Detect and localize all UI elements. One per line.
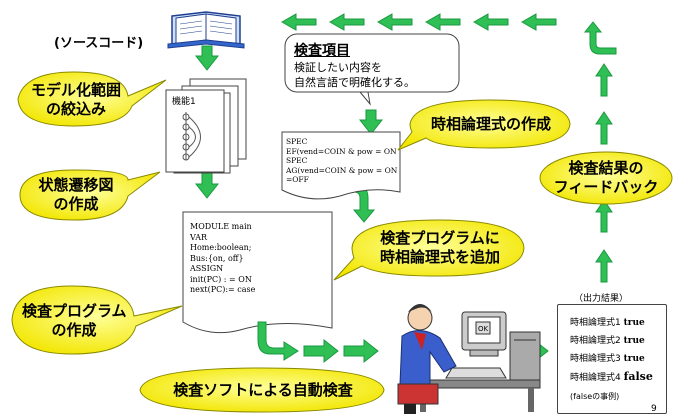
feedback-line-2: フィードバック (553, 178, 659, 196)
inspect-program-line-1: 検査プログラム (22, 302, 127, 320)
module-line-3: Home:boolean; (190, 243, 252, 252)
callouts (11, 71, 673, 413)
results-box: 時相論理式1 true 時相論理式2 true 時相論理式3 true 時相論理… (557, 304, 667, 414)
counterexample-label: (falseの事例) (570, 392, 620, 401)
state-diagram-line-1: 状態遷移図 (38, 176, 114, 194)
inspect-program-line-2: の作成 (51, 321, 97, 339)
result-row: 時相論理式3 true (570, 351, 645, 364)
result-name: 時相論理式3 (570, 354, 621, 364)
result-value: true (623, 318, 645, 328)
inspection-items-line-1: 検証したい内容を (294, 61, 382, 74)
spec-line-4: AG(vend=COIN & pow = ON & can (286, 165, 398, 175)
result-value: false (623, 370, 653, 383)
result-value: true (623, 336, 645, 346)
module-line-1: MODULE main (190, 222, 252, 231)
modeling-scope-line-2: の絞込み (45, 100, 106, 118)
result-row: 時相論理式1 true (570, 315, 645, 328)
feedback-line-1: 検査結果の (568, 159, 644, 177)
result-value: true (623, 354, 645, 364)
module-line-4: Bus:{on, off} (190, 253, 244, 263)
source-code-label: (ソースコード) (54, 36, 144, 51)
temporal-logic-label: 時相論理式の作成 (430, 115, 551, 133)
book-icon (167, 11, 245, 49)
svg-text:OK: OK (478, 325, 489, 333)
spec-line-5: =OFF (286, 175, 309, 184)
person-at-computer: OK (397, 304, 541, 414)
modeling-scope-line-1: モデル化範囲 (30, 81, 121, 99)
modeling-scope-label: モデル化範囲 の絞込み (28, 81, 124, 119)
state-graph (182, 112, 201, 161)
feedback-arrow-top (280, 13, 617, 55)
module-line-6: init(PC) : = ON (190, 274, 252, 284)
inspect-program-label: 検査プログラム の作成 (22, 302, 127, 340)
results-caption: （出力結果） (574, 294, 629, 304)
state-diagram-label: 状態遷移図 の作成 (28, 176, 124, 214)
feature-card-label: 機能1 (172, 97, 196, 107)
spec-line-3: SPEC (286, 156, 308, 165)
feature-card-stack (165, 78, 247, 174)
add-logic-line-2: 時相論理式を追加 (379, 248, 500, 266)
module-line-5: ASSIGN (190, 264, 224, 273)
result-name: 時相論理式1 (570, 318, 621, 328)
feedback-arrow-right (595, 63, 613, 283)
inspection-items-line-2: 自然言語で明確化する。 (294, 76, 415, 89)
page-number: 9 (651, 404, 657, 414)
result-row: 時相論理式2 true (570, 333, 645, 346)
module-doc-text: MODULE main VAR Home:boolean; Bus:{on, o… (190, 222, 330, 296)
result-row: 時相論理式4 false (570, 370, 653, 383)
module-doc-shape (182, 211, 333, 334)
feedback-label: 検査結果の フィードバック (548, 159, 664, 197)
state-diagram-line-2: の作成 (53, 195, 99, 213)
inspection-items-title: 検査項目 (294, 43, 350, 59)
spec-doc-shape (281, 131, 401, 200)
module-line-7: next(PC):= case (190, 285, 256, 294)
result-name: 時相論理式2 (570, 336, 621, 346)
auto-inspect-label: 検査ソフトによる自動検査 (173, 381, 353, 399)
add-logic-line-1: 検査プログラムに (380, 229, 500, 247)
add-logic-label: 検査プログラムに 時相論理式を追加 (364, 229, 516, 267)
spec-line-2: EF(vend=COIN & pow = ON & can = OF (286, 146, 398, 156)
result-name: 時相論理式4 (570, 373, 621, 383)
inspection-box-shape (284, 33, 460, 93)
module-line-2: VAR (190, 232, 208, 242)
spec-line-1: SPEC (286, 137, 308, 146)
spec-doc-text: SPEC EF(vend=COIN & pow = ON & can = OF … (286, 137, 398, 185)
